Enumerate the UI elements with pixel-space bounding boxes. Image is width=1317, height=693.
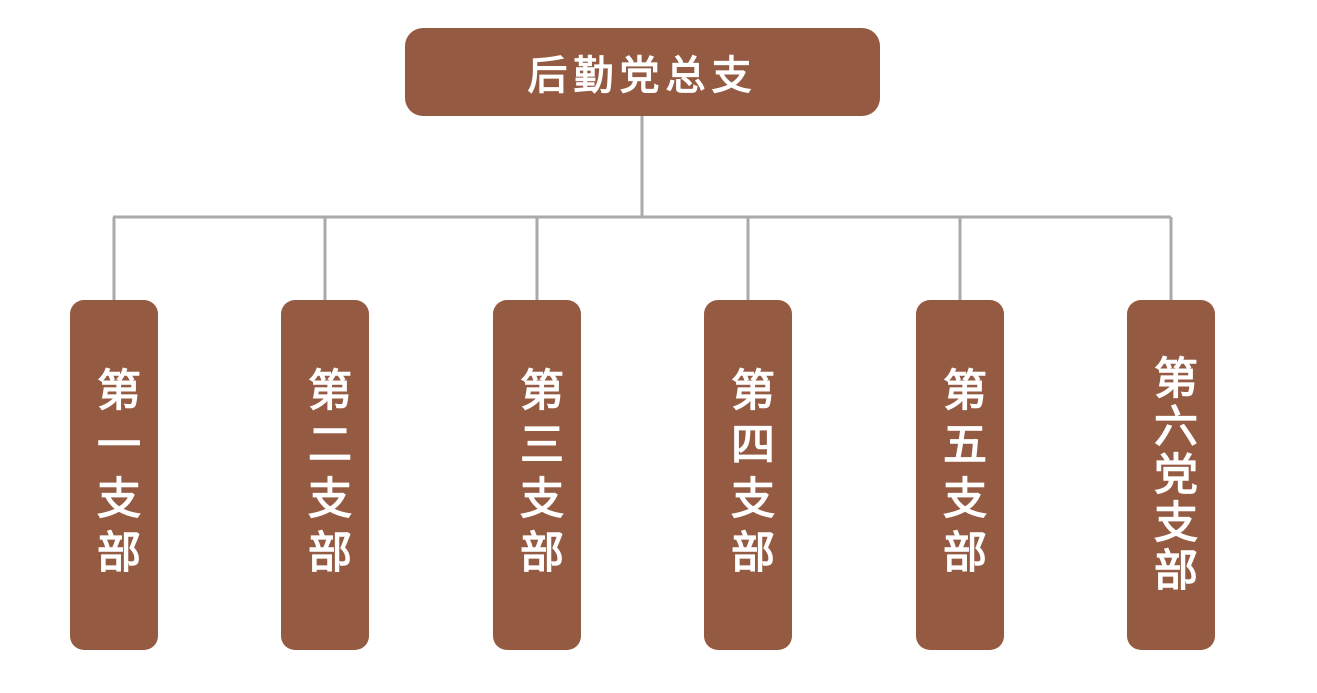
branch-node-1: 第一支部	[70, 300, 158, 650]
branch-node-label: 第一支部	[89, 367, 140, 583]
branch-node-label: 第四支部	[723, 367, 774, 583]
branch-node-4: 第四支部	[704, 300, 792, 650]
branch-node-3: 第三支部	[493, 300, 581, 650]
branch-node-label: 第三支部	[512, 367, 563, 583]
branch-node-label: 第六党支部	[1146, 355, 1197, 595]
root-node: 后勤党总支	[405, 28, 880, 116]
branch-node-label: 第二支部	[300, 367, 351, 583]
branch-node-label: 第五支部	[935, 367, 986, 583]
branch-node-5: 第五支部	[916, 300, 1004, 650]
branch-node-2: 第二支部	[281, 300, 369, 650]
branch-node-6: 第六党支部	[1127, 300, 1215, 650]
root-node-label: 后勤党总支	[527, 53, 758, 99]
